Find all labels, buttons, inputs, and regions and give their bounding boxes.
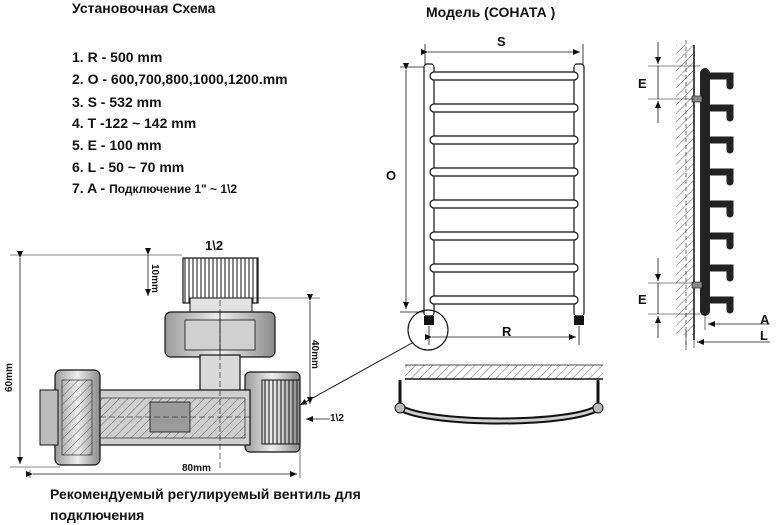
spec-item-e: 5. E - 100 mm: [72, 137, 162, 153]
spec-item-a: 7. A - Подключение 1" ~ 1\2: [72, 180, 238, 196]
install-title: Установочная Схема: [72, 0, 216, 16]
caption-line-2: подключения: [50, 507, 145, 523]
label-a: A: [760, 312, 770, 327]
spec-item-r: 1. R - 500 mm: [72, 49, 163, 65]
left-rail: [423, 63, 435, 317]
leader-arrow: [299, 342, 413, 406]
label-40mm: 40mm: [309, 340, 320, 369]
label-e-bottom: E: [638, 292, 647, 307]
label-10mm: 10mm: [149, 264, 160, 293]
label-s: S: [497, 34, 506, 49]
radiator-top-view: [394, 364, 604, 425]
model-title: Модель (СОНАТА ): [426, 4, 556, 20]
label-o: O: [386, 168, 397, 183]
spec-item-s: 3. S - 532 mm: [72, 94, 162, 110]
label-thread-side: 1\2: [330, 413, 344, 424]
right-connector: [574, 316, 584, 325]
detail-circle: [407, 309, 449, 351]
side-view-hooks: [704, 72, 734, 314]
spec-item-l: 6. L - 50 ~ 70 mm: [72, 159, 185, 175]
label-l: L: [760, 328, 768, 343]
radiator-side-view: [648, 40, 770, 350]
radiator-front-view: [299, 44, 585, 406]
label-r: R: [502, 324, 512, 339]
label-e-top: E: [638, 76, 647, 91]
spec-item-o: 2. O - 600,700,800,1000,1200.mm: [72, 71, 288, 87]
right-rail: [573, 63, 585, 317]
spec-item-t: 4. T -122 ~ 142 mm: [72, 115, 197, 131]
caption-line-1: Рекомендуемый регулируемый вентиль для: [50, 486, 361, 502]
label-thread-top: 1\2: [205, 238, 224, 253]
valve-drawing: [10, 248, 330, 478]
label-80mm: 80mm: [182, 463, 211, 474]
radiator-crossbars: [429, 71, 579, 305]
label-60mm: 60mm: [4, 363, 15, 392]
left-connector: [424, 316, 434, 325]
